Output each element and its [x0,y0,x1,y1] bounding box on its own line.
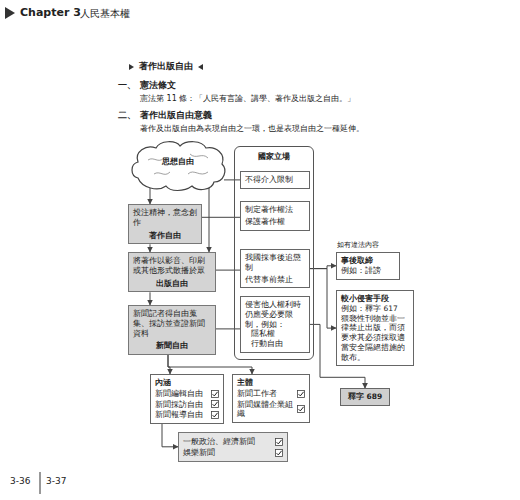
connector [168,355,252,374]
checked-row: 新聞報導自由 [155,410,219,420]
ruling-box: 釋字 689 [340,388,390,406]
box-text: 例如：誹謗 [341,266,395,276]
checked-row: 新聞採訪自由 [155,400,219,410]
section-title-text: 著作出版自由 [139,60,193,73]
news-type-box: 一般政治、經濟新聞娛樂新聞 [178,432,288,462]
remedy-box: 較小侵害手段例如：釋字 617猥褻性刊物並非一律禁止出版，而須要求其必須採取適當… [336,290,414,366]
edge-label: 如有違法內容 [336,240,380,250]
section-title: 著作出版自由 [128,60,204,73]
subject-box: 主體新聞工作者新聞媒體企業組織 [232,374,310,423]
connector [150,188,151,204]
page-label: 人民基本權 [80,7,130,20]
box-text: 制定著作權法 [245,205,305,215]
row-text: 娛樂新聞 [183,448,215,458]
page-label: 二、 [118,110,136,121]
row-text: 新聞報導自由 [155,410,203,420]
state-position-panel: 國家立場不得介入限制制定著作權法保護著作權我國採事後追懲制代替事前禁止侵害他人權… [234,146,314,360]
page-label: 3-36 [10,476,30,488]
row-text: 新聞媒體企業組織 [237,400,294,420]
chapter-marker [4,6,16,20]
box-text: 釋字 689 [346,392,384,402]
checked-row: 娛樂新聞 [183,448,283,458]
check-box [211,400,219,408]
page-label: 3-37 [46,476,66,488]
page-label: 憲法條文 [140,80,176,91]
remedy-box: 事後取締例如：誹謗 [336,252,400,280]
box-text: 將著作以影音、印刷或其他形式散播於眾 [133,256,211,276]
box-heading: 事後取締 [341,256,395,266]
connector [162,424,178,447]
checked-row: 新聞編輯自由 [155,389,219,399]
check-box [275,438,283,446]
box-text: 代替事前禁止 [245,275,305,285]
checked-row: 新聞媒體企業組織 [237,400,305,420]
connector [209,188,210,252]
freedom-name: 出版自由 [133,279,211,289]
title-marker [197,63,204,71]
connector [150,292,151,305]
box-text: 我國採事後追懲制 [245,253,305,273]
state-box: 制定著作權法保護著作權 [240,201,310,231]
freedom-box: 新聞記者得自由蒐集、採訪並查證新聞資料新聞自由 [128,305,216,355]
box-text: 思想自由 [162,157,194,167]
state-box: 侵害他人權利時仍應受必要限制，例如：隱私權行動自由 [240,296,310,353]
connector [224,179,240,180]
title-marker [128,63,135,71]
box-heading: 主體 [237,378,305,388]
box-text: 國家立場 [235,147,313,162]
box-text: 不得介入限制 [245,175,305,185]
box-heading: 內涵 [155,378,219,388]
box-text: 保護著作權 [245,217,305,227]
box-text: 猥褻性刊物並非一律禁止出版，而須要求其必須採取適當安全隔絕措施的散布。 [341,314,409,363]
brain-outline: 思想自由 [128,138,228,192]
row-text: 新聞工作者 [237,389,277,399]
check-box [297,390,305,398]
box-text: 例如：釋字 617 [341,304,409,314]
page-divider [38,472,42,494]
connector [216,270,240,271]
check-box [297,405,305,413]
freedom-box: 投注精神，意念創作著作自由 [128,204,202,244]
check-box [211,411,219,419]
row-text: 一般政治、經濟新聞 [183,437,255,447]
checked-row: 新聞工作者 [237,389,305,399]
freedom-box: 將著作以影音、印刷或其他形式散播於眾出版自由 [128,252,216,292]
row-text: 新聞編輯自由 [155,389,203,399]
connector [150,244,151,252]
row-text: 新聞採訪自由 [155,400,203,410]
freedom-name: 著作自由 [133,231,197,241]
box-text: 隱私權 [245,329,305,339]
check-box [211,390,219,398]
freedom-name: 新聞自由 [133,341,211,351]
box-text: 行動自由 [245,339,305,349]
connector [216,328,240,329]
state-box: 不得介入限制 [240,171,310,189]
page-label: 憲法第 11 條：「人民有言論、講學、著作及出版之自由。」 [140,94,460,104]
checked-row: 一般政治、經濟新聞 [183,437,283,447]
content-box: 內涵新聞編輯自由新聞採訪自由新聞報導自由 [150,374,224,424]
check-box [275,449,283,457]
box-text: 投注精神，意念創作 [133,208,197,228]
page-label: 一、 [118,80,136,91]
page-label: 著作出版自由意義 [140,110,212,121]
state-box: 我國採事後追懲制代替事前禁止 [240,249,310,288]
box-text: 侵害他人權利時仍應受必要限制，例如： [245,300,305,329]
page-label: Chapter 3 [20,6,81,20]
box-text: 新聞記者得自由蒐集、採訪並查證新聞資料 [133,309,211,338]
box-heading: 較小侵害手段 [341,294,409,304]
page-label: 著作及出版自由為表現自由之一環，也是表現自由之一種延伸。 [140,124,480,134]
